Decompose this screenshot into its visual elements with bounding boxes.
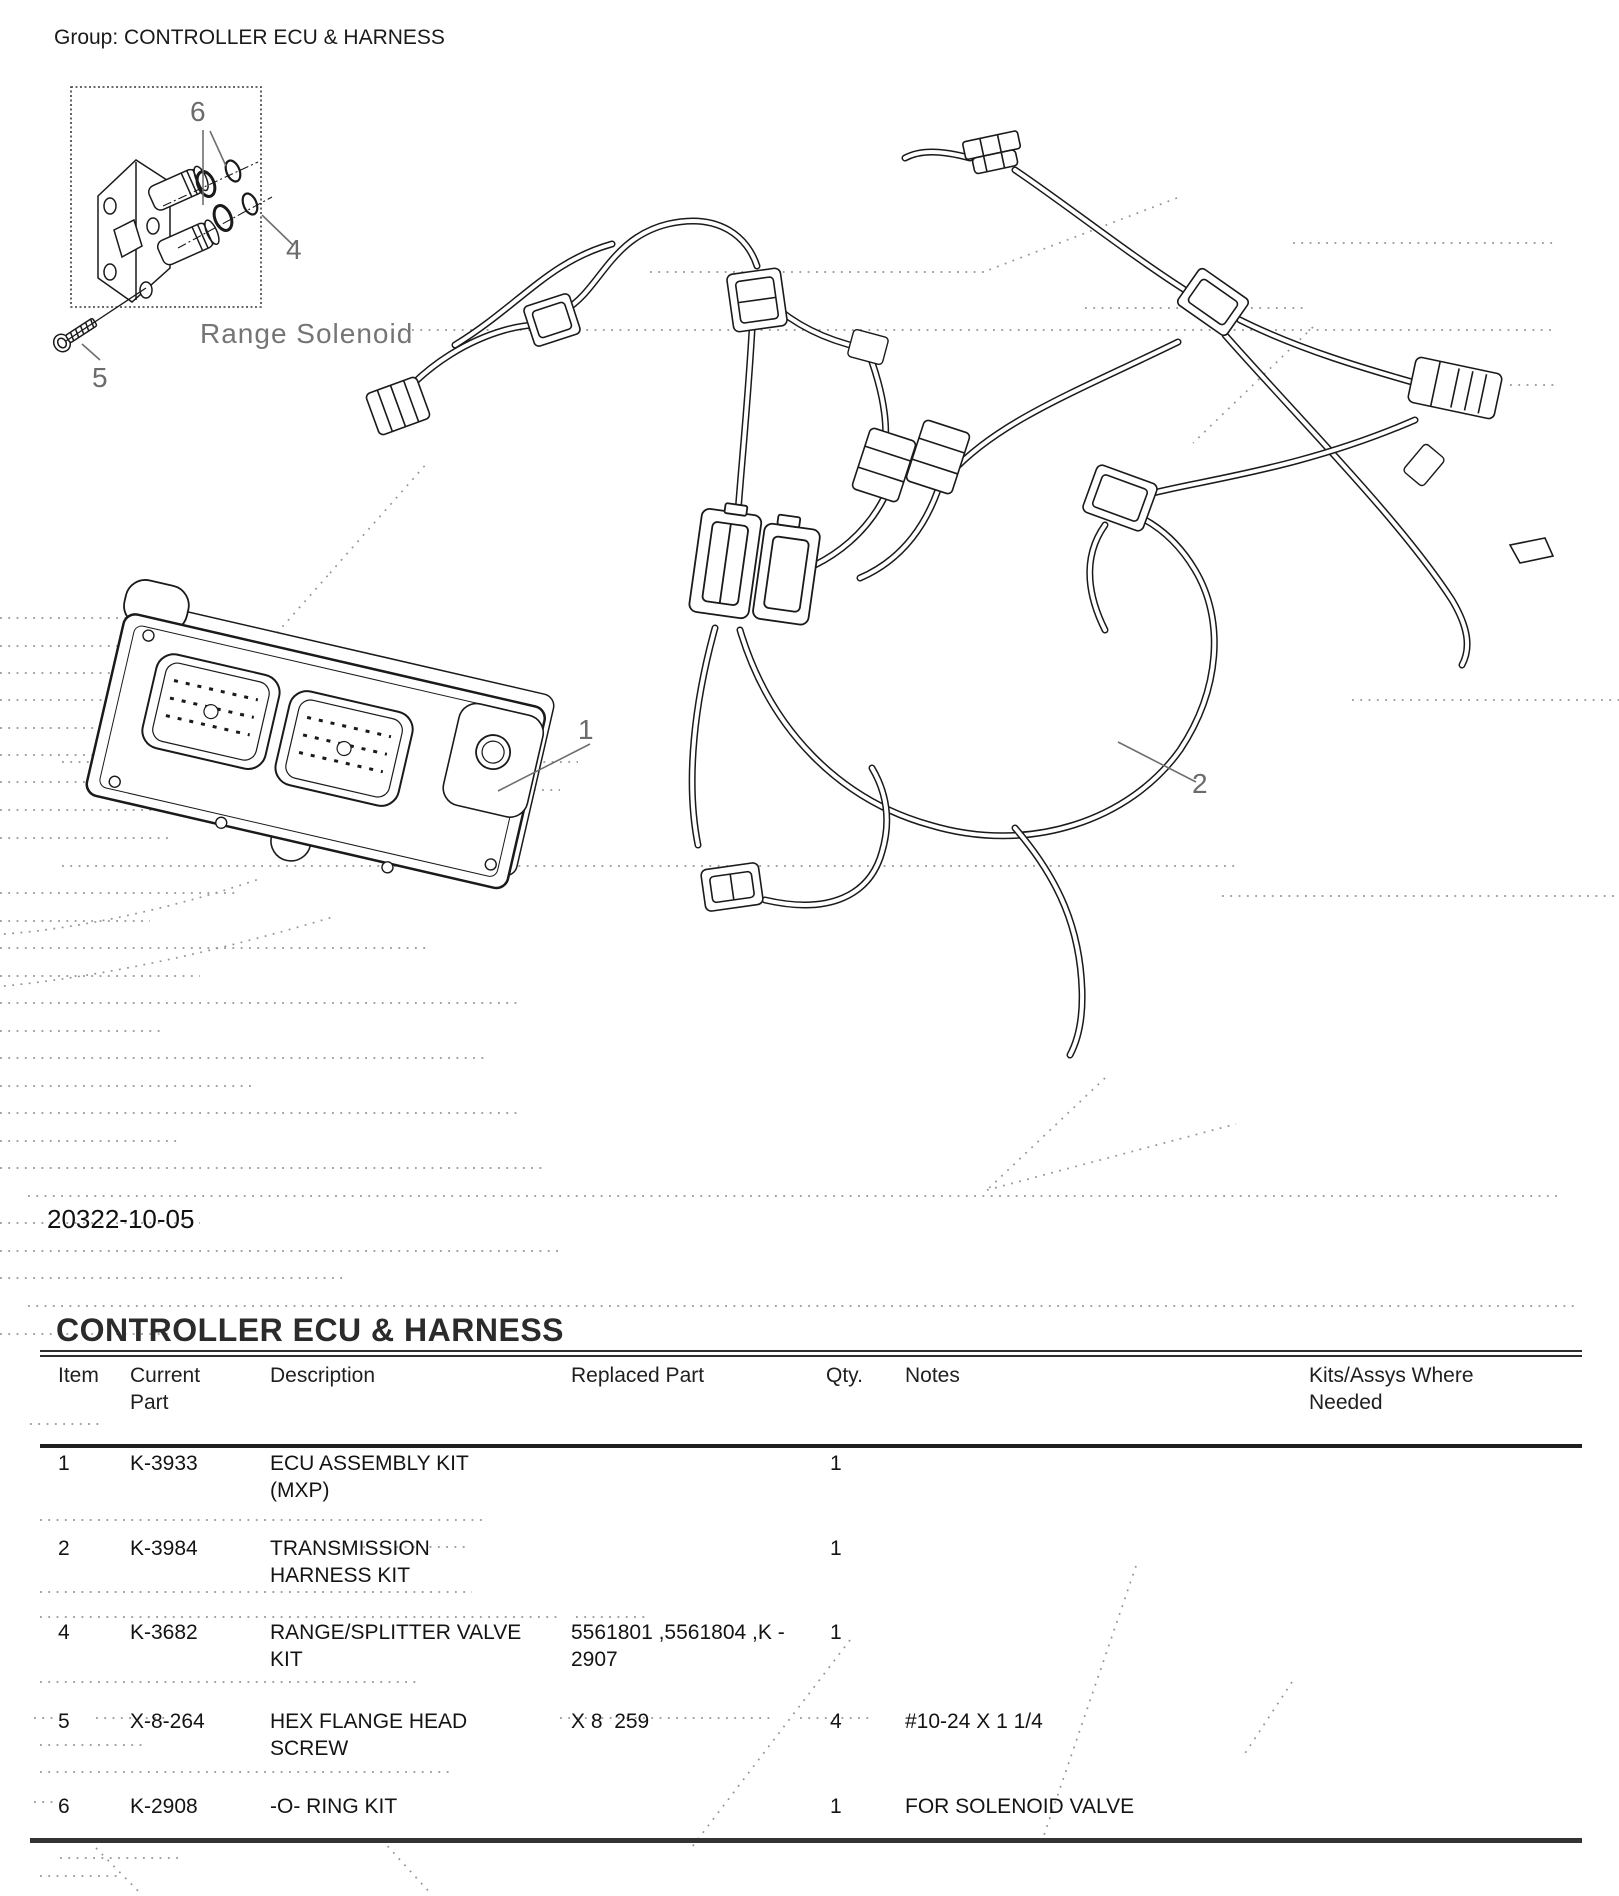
col-header-qty: Qty. bbox=[826, 1364, 863, 1387]
cell-current-part: K-2908 bbox=[130, 1795, 198, 1818]
harness-connector bbox=[726, 267, 788, 333]
callout-leader-lines bbox=[81, 130, 1197, 792]
harness-connector bbox=[905, 419, 971, 495]
cell-item: 5 bbox=[58, 1710, 70, 1733]
ecu-drawing bbox=[85, 579, 555, 890]
title-rule bbox=[40, 1350, 1582, 1357]
cell-description: HEX FLANGE HEAD bbox=[270, 1710, 468, 1733]
cell-item: 1 bbox=[58, 1452, 70, 1475]
oring-set bbox=[162, 159, 273, 249]
col-header-replaced-part: Replaced Part bbox=[571, 1364, 705, 1387]
table-title: CONTROLLER ECU & HARNESS bbox=[56, 1312, 565, 1348]
col-header-notes: Notes bbox=[905, 1364, 960, 1387]
cell-qty: 4 bbox=[830, 1710, 842, 1733]
inset-box bbox=[70, 86, 262, 308]
col-header-current-part: Current bbox=[130, 1364, 201, 1387]
drawing-number: 20322-10-05 bbox=[47, 1204, 195, 1234]
callout-1: 1 bbox=[578, 714, 594, 745]
group-label: Group: CONTROLLER ECU & HARNESS bbox=[54, 26, 445, 49]
harness-drawing bbox=[365, 130, 1555, 1055]
callout-5: 5 bbox=[92, 362, 108, 393]
col-header-item: Item bbox=[58, 1364, 99, 1387]
range-solenoid-drawing bbox=[97, 159, 220, 303]
harness-main-connector bbox=[688, 502, 821, 626]
harness-connector bbox=[1407, 356, 1503, 420]
callout-4: 4 bbox=[286, 234, 302, 265]
col-header-kits2: Needed bbox=[1309, 1391, 1383, 1414]
col-header-current-part2: Part bbox=[130, 1391, 169, 1414]
cell-description: ECU ASSEMBLY KIT bbox=[270, 1452, 469, 1475]
cell-current-part: X-8-264 bbox=[130, 1710, 205, 1733]
cell-qty: 1 bbox=[830, 1795, 842, 1818]
cell-qty: 1 bbox=[830, 1537, 842, 1560]
cell-description2: HARNESS KIT bbox=[270, 1564, 411, 1587]
harness-connector bbox=[1176, 267, 1250, 337]
harness-connector bbox=[365, 376, 431, 436]
cell-qty: 1 bbox=[830, 1452, 842, 1475]
col-header-kits: Kits/Assys Where bbox=[1309, 1364, 1474, 1387]
range-solenoid-label: Range Solenoid bbox=[200, 318, 414, 349]
cell-description: RANGE/SPLITTER VALVE bbox=[270, 1621, 522, 1644]
header-rule bbox=[40, 1444, 1582, 1448]
cell-notes: FOR SOLENOID VALVE bbox=[905, 1795, 1135, 1818]
cell-description2: (MXP) bbox=[270, 1479, 330, 1502]
cell-replaced-part: 5561801 ,5561804 ,K - bbox=[571, 1621, 785, 1644]
harness-connector bbox=[962, 130, 1022, 175]
harness-connector bbox=[847, 329, 889, 365]
cell-qty: 1 bbox=[830, 1621, 842, 1644]
cell-description2: SCREW bbox=[270, 1737, 349, 1760]
callout-6: 6 bbox=[190, 96, 206, 127]
screw-drawing bbox=[52, 287, 147, 353]
cell-description: TRANSMISSION bbox=[270, 1537, 430, 1560]
harness-connector bbox=[1403, 443, 1445, 487]
bottom-rule bbox=[30, 1838, 1582, 1843]
cell-replaced-part2: 2907 bbox=[571, 1648, 618, 1671]
cell-item: 4 bbox=[58, 1621, 70, 1644]
harness-connector bbox=[851, 427, 917, 503]
cell-replaced-part: X 8 259 bbox=[571, 1710, 650, 1733]
dotted-texture bbox=[0, 197, 1619, 1896]
cell-description: -O- RING KIT bbox=[270, 1795, 398, 1818]
harness-connector bbox=[1082, 464, 1158, 532]
cell-item: 2 bbox=[58, 1537, 70, 1560]
harness-connector bbox=[523, 293, 581, 347]
callout-2: 2 bbox=[1192, 768, 1208, 799]
cell-current-part: K-3682 bbox=[130, 1621, 198, 1644]
col-header-description: Description bbox=[270, 1364, 376, 1387]
cell-notes: #10-24 X 1 1/4 bbox=[905, 1710, 1043, 1733]
cell-item: 6 bbox=[58, 1795, 70, 1818]
cell-description2: KIT bbox=[270, 1648, 303, 1671]
cell-current-part: K-3933 bbox=[130, 1452, 198, 1475]
cell-current-part: K-3984 bbox=[130, 1537, 198, 1560]
harness-connector bbox=[700, 862, 764, 912]
